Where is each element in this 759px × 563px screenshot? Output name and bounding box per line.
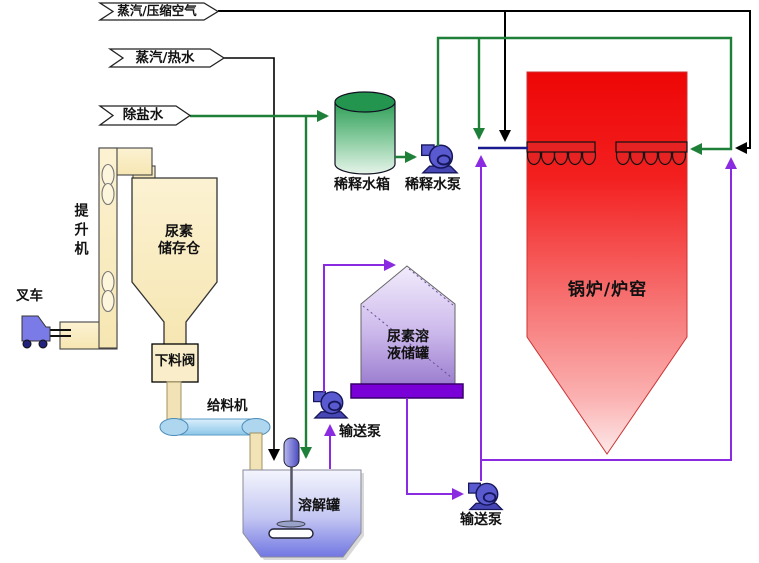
screw-feeder xyxy=(159,418,271,471)
boiler-furnace xyxy=(526,71,688,455)
urea-silo xyxy=(131,177,218,346)
label-dilution-water-tank: 稀释水箱 xyxy=(334,177,390,193)
label-transfer-pump-2: 输送泵 xyxy=(460,512,502,528)
label-forklift: 叉车 xyxy=(16,288,43,304)
transfer-pump-2-icon xyxy=(468,482,504,511)
forklift-icon xyxy=(21,315,71,349)
dilution-water-pump-icon xyxy=(421,144,459,174)
flag-label-steam-compressed-air: 蒸汽/压缩空气 xyxy=(117,3,197,18)
label-transfer-pump-1: 输送泵 xyxy=(339,424,381,440)
storage-tank-base xyxy=(350,383,464,399)
label-boiler-furnace: 锅炉/炉窑 xyxy=(567,280,648,300)
injector-bank-left xyxy=(526,141,597,166)
dilution-water-tank xyxy=(334,91,396,175)
pipe-demineralized-water xyxy=(190,36,733,459)
label-dilution-water-pump: 稀释水泵 xyxy=(405,177,461,193)
label-discharge-valve: 下料阀 xyxy=(154,353,196,369)
agitator-icon xyxy=(268,437,314,539)
transfer-pump-1-icon xyxy=(313,390,349,420)
pipe-steam-compressed-air xyxy=(218,10,751,154)
label-urea-solution-storage-tank: 尿素溶 液储罐 xyxy=(387,329,429,362)
label-bucket-elevator: 提升机 xyxy=(72,203,89,260)
flag-label-demineralized-water: 除盐水 xyxy=(122,107,164,123)
flag-label-steam-hot-water: 蒸汽/热水 xyxy=(135,50,195,66)
pipe-urea-solution xyxy=(323,155,737,500)
label-dissolving-tank: 溶解罐 xyxy=(298,498,340,514)
dissolving-tank xyxy=(242,469,364,560)
label-feeder: 给料机 xyxy=(207,398,248,414)
injector-bank-right xyxy=(615,141,688,166)
label-urea-silo: 尿素 储存仓 xyxy=(158,224,200,257)
